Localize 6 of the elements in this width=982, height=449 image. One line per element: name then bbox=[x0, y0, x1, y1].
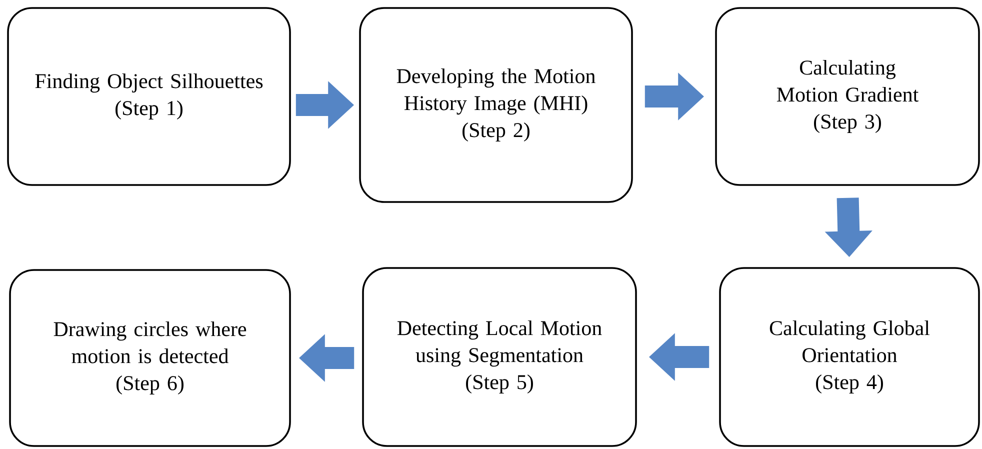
process-box: Calculating Global Orientation (Step 4) bbox=[719, 267, 980, 447]
process-box: Calculating Motion Gradient (Step 3) bbox=[715, 7, 980, 186]
process-box: Finding Object Silhouettes (Step 1) bbox=[7, 7, 291, 186]
process-box: Detecting Local Motion using Segmentation (Step 5) bbox=[362, 267, 637, 447]
process-box: Developing the Motion History Image (MHI) (Step 2) bbox=[359, 7, 633, 203]
process-box: Drawing circles where motion is detected (Step 6) bbox=[9, 269, 291, 447]
